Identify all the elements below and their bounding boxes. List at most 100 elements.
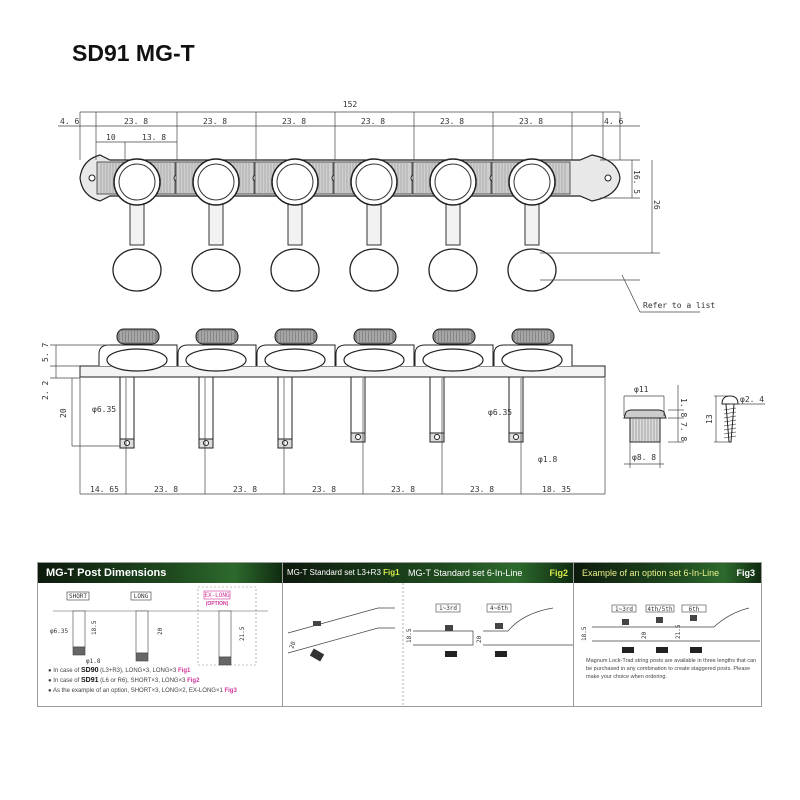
fig3-label-3: 6th (689, 606, 700, 613)
note-sd90: ● In case of SD90 (L3+R3), LONG×3, LONG×… (48, 667, 191, 674)
knurled-cap (511, 328, 555, 345)
bushing-top-dia: φ11 (634, 385, 649, 394)
dim-spacing: 23. 8 (282, 117, 306, 126)
dim-overall: 152 (343, 100, 358, 109)
fig3-dim-3: 21.5 (675, 624, 682, 639)
dim-end-left: 4. 6 (60, 117, 79, 126)
screw-head (721, 395, 739, 405)
bushing-bottom-dia: φ8. 8 (632, 453, 656, 462)
string-hole (282, 440, 288, 446)
dim-spacing: 23. 8 (361, 117, 385, 126)
dim-h-top: 5. 7 (41, 343, 50, 362)
side-button (264, 348, 326, 372)
dim-side-spacing: 23. 8 (233, 485, 257, 494)
screw-length: 13 (705, 414, 714, 424)
screw-hole (88, 174, 96, 182)
order-notes: ● In case of SD90 (L3+R3), LONG×3, LONG×… (48, 666, 237, 696)
label-short: SHORT (69, 593, 87, 600)
dim-spacing: 23. 8 (519, 117, 543, 126)
string-hole (434, 434, 440, 440)
headstock-drawings: 20 1~3rd 4~6th 18.5 20 (287, 583, 573, 705)
panel-title: MG-T Post Dimensions (38, 563, 283, 583)
dim-side-spacing: 23. 8 (312, 485, 336, 494)
note-option: ● As the example of an option, SHORT×3, … (48, 688, 237, 694)
tuner-button (349, 248, 399, 292)
page-title: SD91 MG-T (72, 40, 195, 66)
option-set-drawing: 1~3rd 4th/5th 6th 18.5 20 21.5 (581, 604, 760, 653)
side-button (106, 348, 168, 372)
string-hole (124, 440, 130, 446)
fig3-dim-1: 18.5 (581, 626, 588, 641)
bushing-h-body: 7. 8 (679, 422, 688, 441)
fig2-label-2: 4~6th (490, 605, 508, 612)
fig2-label-1: 1~3rd (439, 605, 457, 612)
fig1-dim: 20 (288, 640, 297, 650)
panel-post-dimensions: MG-T Post Dimensions SHORT LONG EX-LONG … (37, 562, 284, 707)
dim-hole: φ1.8 (86, 658, 101, 665)
dim-spacing: 23. 8 (440, 117, 464, 126)
capstan-inner (197, 163, 235, 201)
fig2-dim-1: 18.5 (406, 628, 413, 643)
dim-line (621, 274, 641, 313)
fig2-dim-2: 20 (476, 635, 483, 643)
tuner-button (112, 248, 162, 292)
tuner-button (428, 248, 478, 292)
dim-last-offset: 18. 35 (542, 485, 571, 494)
dim-side-spacing: 23. 8 (391, 485, 415, 494)
dim-height-a: 16. 5 (632, 170, 641, 194)
dim-first-offset: 14. 65 (90, 485, 119, 494)
dim-post-dia-right: φ6.35 (488, 408, 512, 417)
note-sd91: ● In case of SD91 (L6 or R6), SHORT×3, L… (48, 677, 200, 684)
dim-spacing: 23. 8 (124, 117, 148, 126)
panel-title-fig1: MG-T Standard set L3+R3 Fig1 MG-T Standa… (283, 563, 574, 583)
post-dimension-drawing: SHORT LONG EX-LONG (OPTION) φ6.35 18.5 φ… (50, 586, 268, 666)
bushing-and-screw (623, 395, 739, 443)
capstan-inner (513, 163, 551, 201)
fig3-label-2: 4th/5th (647, 606, 673, 613)
refer-note: Refer to a list (643, 301, 715, 310)
string-hole (513, 434, 519, 440)
fig3-label-1: 1~3rd (615, 606, 633, 613)
label-option: (OPTION) (206, 601, 229, 607)
knurled-cap (195, 328, 239, 345)
tuner-button (191, 248, 241, 292)
side-view (79, 328, 606, 449)
screw-dia: φ2. 4 (740, 395, 764, 404)
label-ex-long: EX-LONG (204, 592, 230, 599)
dim-side-spacing: 23. 8 (470, 485, 494, 494)
dim-spacing: 23. 8 (203, 117, 227, 126)
dim-sub-b: 13. 8 (142, 133, 166, 142)
label-long: LONG (134, 593, 149, 600)
bushing-flange (623, 409, 667, 419)
string-post (277, 376, 293, 440)
dim-h-plate: 2. 2 (41, 381, 50, 400)
tuner-button (270, 248, 320, 292)
string-post (198, 376, 214, 440)
string-hole (203, 440, 209, 446)
side-button (501, 348, 563, 372)
capstan-inner (355, 163, 393, 201)
dim-sub-a: 10 (106, 133, 116, 142)
dim-hole-dia: φ1.8 (538, 455, 557, 464)
panel-standard-sets: MG-T Standard set L3+R3 Fig1 MG-T Standa… (282, 562, 575, 707)
dim-height-b: 26 (652, 200, 661, 210)
tuner-button (507, 248, 557, 292)
top-view (79, 154, 621, 292)
knurled-cap (274, 328, 318, 345)
fig3-dim-2: 20 (641, 631, 648, 639)
knurled-cap (116, 328, 160, 345)
dim-dia: φ6.35 (50, 628, 68, 635)
side-button (343, 348, 405, 372)
dim-ex-long: 21.5 (239, 626, 246, 641)
dim-long: 20 (157, 627, 164, 635)
dim-side-spacing: 23. 8 (154, 485, 178, 494)
capstan-inner (118, 163, 156, 201)
string-post (119, 376, 135, 440)
string-hole (355, 434, 361, 440)
screw-hole (604, 174, 612, 182)
knurled-cap (432, 328, 476, 345)
